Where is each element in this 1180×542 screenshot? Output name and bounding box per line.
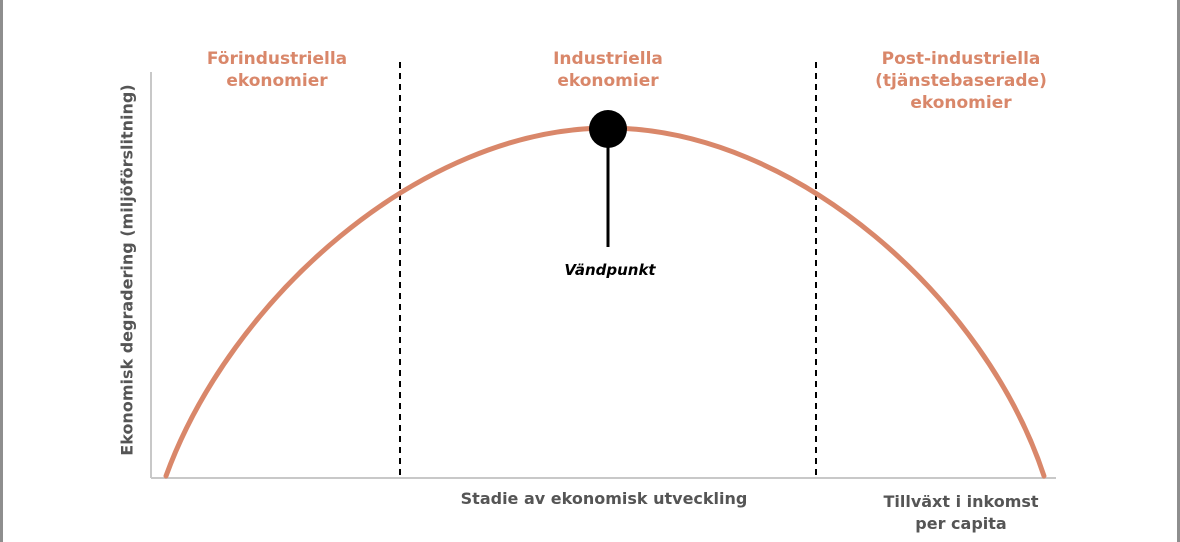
curve-shape [163,125,1047,479]
x-axis-label: Stadie av ekonomisk utveckling [460,489,748,508]
y-axis-label: Ekonomisk degradering (miljöförslitning) [117,84,137,456]
stage-label-line: ekonomier [910,93,1012,113]
x-axis-label-income-line: Tillväxt i inkomst [883,492,1039,511]
x-axis-label-income: Tillväxt i inkomst per capita [883,491,1038,535]
stage-label-line: Förindustriella [206,49,348,69]
turning-point-marker [589,110,627,148]
stage-label-line: ekonomier [557,71,659,91]
right-frame-border [1177,0,1180,542]
stage-label-line: Post-industriella [881,49,1041,69]
stage-label-line: Industriella [553,49,663,69]
stage-label-line: (tjänstebaserade) [875,71,1047,91]
stage-label-postindustrial: Post-industriella (tjänstebaserade) ekon… [875,48,1047,114]
stage-label-line: ekonomier [226,71,328,91]
left-frame-border [0,0,3,542]
stage-label-industrial: Industriella ekonomier [553,48,663,92]
turning-point-label: Vändpunkt [564,261,656,279]
x-axis-label-income-line: per capita [915,514,1007,533]
stage-label-preindustrial: Förindustriella ekonomier [207,48,347,92]
